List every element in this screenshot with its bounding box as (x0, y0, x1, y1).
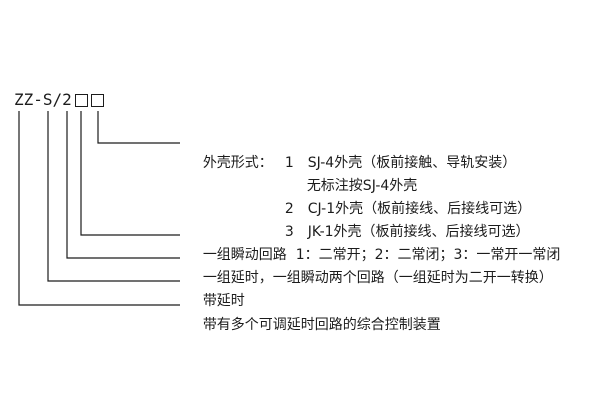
model-code: ZZ-S/2 (14, 90, 104, 110)
model-box-1 (74, 93, 88, 107)
shell-option-3-row: 3 JK-1外壳（板前接线、后接线可选） (267, 202, 530, 262)
shell-option-2-row: 2 CJ-1外壳（板前接线、后接线可选） (267, 179, 531, 239)
connector-zz-device (18, 111, 180, 306)
instant-circuit-row: 一组瞬动回路 1：二常开；2：二常闭；3：一常开一常闭 (185, 225, 561, 285)
connector-box2-shell-type (97, 111, 180, 144)
shell-note-text: 无标注按SJ-4外壳 (306, 178, 418, 194)
instant-circuit-text: 一组瞬动回路 1：二常开；2：二常闭；3：一常开一常闭 (202, 247, 561, 263)
shell-option-2-num: 2 (284, 201, 294, 217)
shell-option-2-text: CJ-1外壳（板前接线、后接线可选） (307, 201, 532, 217)
delay-plus-instant-row: 一组延时，一组瞬动两个回路（一组延时为二开一转换） (185, 248, 553, 308)
device-description-text: 带有多个可调延时回路的综合控制装置 (202, 317, 441, 333)
shell-option-1-text: SJ-4外壳（板前接触、导轨安装） (307, 155, 517, 171)
connector-s-with-delay (47, 111, 180, 282)
connector-box1-instant-circuit (80, 111, 180, 236)
connector-digit2-delay-circuit (66, 111, 180, 259)
model-code-text: ZZ-S/2 (14, 90, 72, 109)
delay-plus-instant-text: 一组延时，一组瞬动两个回路（一组延时为二开一转换） (202, 270, 553, 286)
with-delay-row: 带延时 (185, 271, 245, 331)
shell-option-1-num: 1 (284, 155, 294, 171)
shell-type-row: 外壳形式： 1 SJ-4外壳（板前接触、导轨安装） (185, 133, 516, 193)
shell-note-row: 无标注按SJ-4外壳 (289, 156, 417, 216)
shell-option-3-num: 3 (284, 224, 294, 240)
with-delay-text: 带延时 (202, 293, 245, 309)
model-box-2 (90, 93, 104, 107)
device-description-row: 带有多个可调延时回路的综合控制装置 (185, 295, 441, 355)
shell-type-heading: 外壳形式： (202, 155, 273, 171)
shell-option-3-text: JK-1外壳（板前接线、后接线可选） (307, 224, 530, 240)
